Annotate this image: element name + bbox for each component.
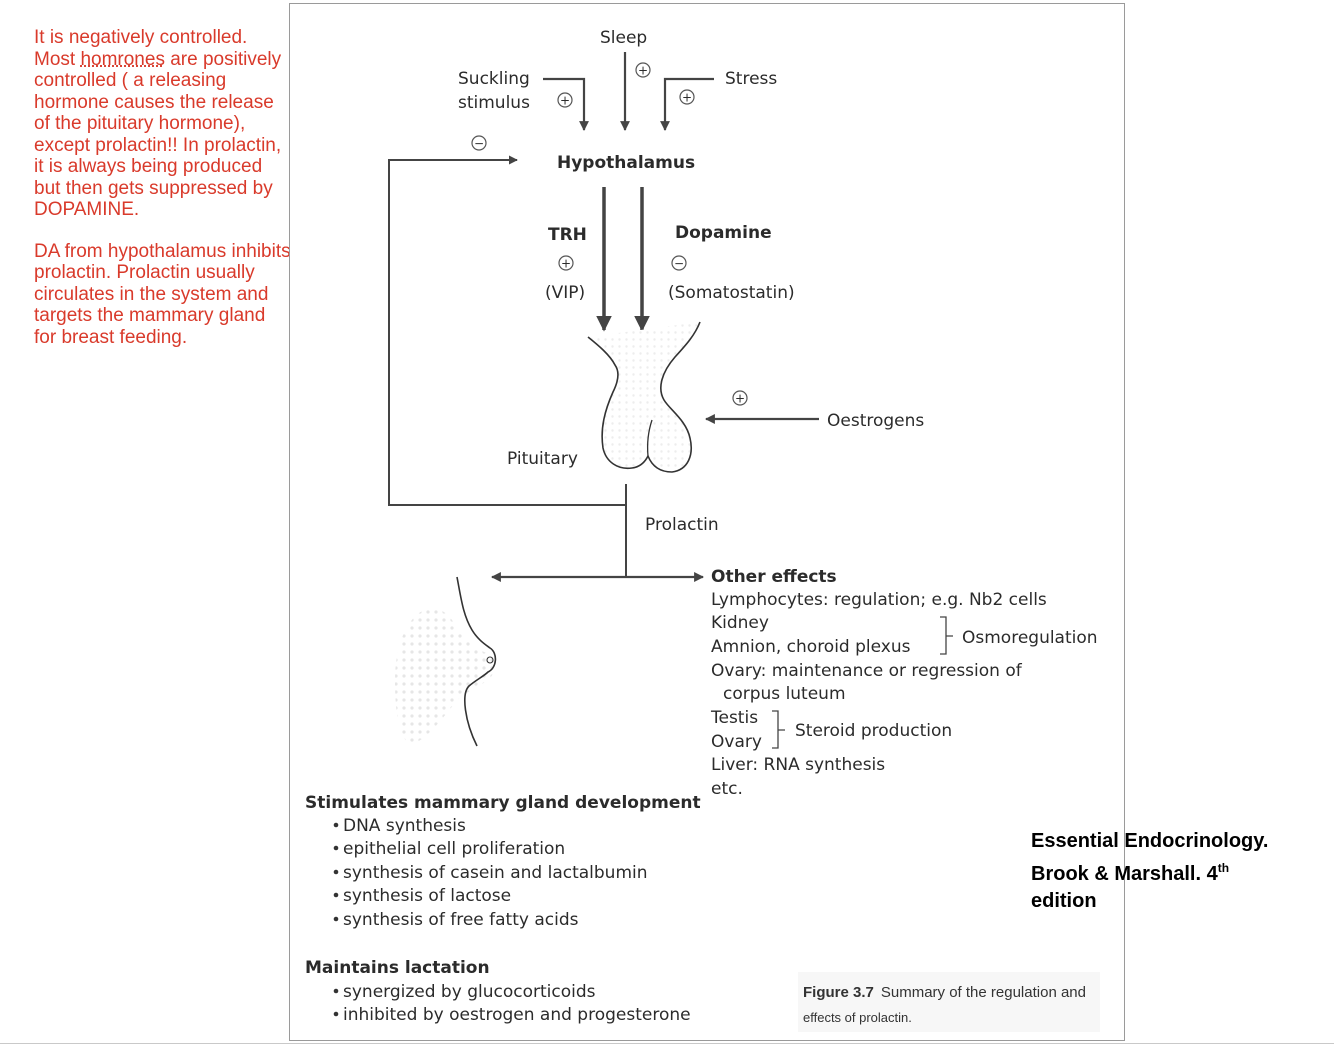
svg-text:+: + xyxy=(561,257,571,271)
citation-line-2: Brook & Marshall. 4th xyxy=(1031,855,1331,888)
svg-text:+: + xyxy=(638,64,648,78)
figure-caption-line2: effects of prolactin. xyxy=(803,1010,912,1025)
suckling-label-line2: stimulus xyxy=(458,93,530,113)
suckling-label-line1: Suckling xyxy=(458,69,530,89)
lactation-list: synergized by glucocorticoids inhibited … xyxy=(334,982,691,1025)
osmoregulation-bracket xyxy=(940,617,953,654)
svg-text:+: + xyxy=(560,94,570,108)
sleep-plus-icon: + xyxy=(636,63,650,78)
effect-etc: etc. xyxy=(711,779,743,799)
effect-liver: Liver: RNA synthesis xyxy=(711,755,885,775)
suckling-plus-icon: + xyxy=(558,93,572,108)
svg-text:−: − xyxy=(474,137,484,151)
mammary-item: synthesis of casein and lactalbumin xyxy=(343,863,648,883)
trh-plus-icon: + xyxy=(559,256,573,271)
effect-osmoregulation: Osmoregulation xyxy=(962,628,1098,648)
other-effects-heading: Other effects xyxy=(711,567,837,587)
stress-plus-icon: + xyxy=(680,90,694,105)
effect-testis: Testis xyxy=(710,708,758,728)
mammary-item: DNA synthesis xyxy=(343,816,466,836)
somatostatin-label: (Somatostatin) xyxy=(668,283,795,303)
oestrogens-label: Oestrogens xyxy=(827,411,924,431)
effect-steroid-production: Steroid production xyxy=(795,721,952,741)
mammary-item: epithelial cell proliferation xyxy=(343,839,565,859)
dopamine-minus-icon: − xyxy=(672,256,686,271)
citation-line-3: edition xyxy=(1031,888,1331,915)
effect-ovary-line2: corpus luteum xyxy=(723,684,846,704)
svg-text:−: − xyxy=(674,257,684,271)
breast-illustration xyxy=(395,577,495,746)
lactation-item: inhibited by oestrogen and progesterone xyxy=(343,1005,691,1025)
mammary-list: DNA synthesis epithelial cell proliferat… xyxy=(334,816,648,930)
oestrogens-plus-icon: + xyxy=(733,391,747,406)
pituitary-gland-shape xyxy=(588,322,700,472)
svg-text:+: + xyxy=(735,392,745,406)
hypothalamus-label: Hypothalamus xyxy=(557,153,695,173)
mammary-item: synthesis of lactose xyxy=(343,886,511,906)
lactation-heading: Maintains lactation xyxy=(305,958,490,978)
effect-lymphocytes: Lymphocytes: regulation; e.g. Nb2 cells xyxy=(711,590,1047,610)
figure-caption-label: Figure 3.7 xyxy=(803,984,874,1001)
source-citation: Essential Endocrinology. Brook & Marshal… xyxy=(1031,828,1331,915)
effect-kidney: Kidney xyxy=(711,613,769,633)
steroid-bracket xyxy=(772,711,785,748)
lactation-item: synergized by glucocorticoids xyxy=(343,982,596,1002)
sleep-label: Sleep xyxy=(600,28,647,48)
vip-label: (VIP) xyxy=(545,283,585,303)
pituitary-label: Pituitary xyxy=(507,449,578,469)
trh-label: TRH xyxy=(548,225,587,245)
effect-ovary-line1: Ovary: maintenance or regression of xyxy=(711,661,1023,681)
mammary-heading: Stimulates mammary gland development xyxy=(305,793,701,813)
effect-ovary: Ovary xyxy=(711,732,762,752)
stress-arrow xyxy=(665,79,714,130)
effect-amnion: Amnion, choroid plexus xyxy=(711,637,911,657)
svg-text:+: + xyxy=(682,91,692,105)
stress-label: Stress xyxy=(725,69,777,89)
citation-line-1: Essential Endocrinology. xyxy=(1031,828,1331,855)
mammary-item: synthesis of free fatty acids xyxy=(343,910,579,930)
dopamine-label: Dopamine xyxy=(675,223,772,243)
feedback-minus-icon: − xyxy=(472,136,486,151)
prolactin-label: Prolactin xyxy=(645,515,719,535)
